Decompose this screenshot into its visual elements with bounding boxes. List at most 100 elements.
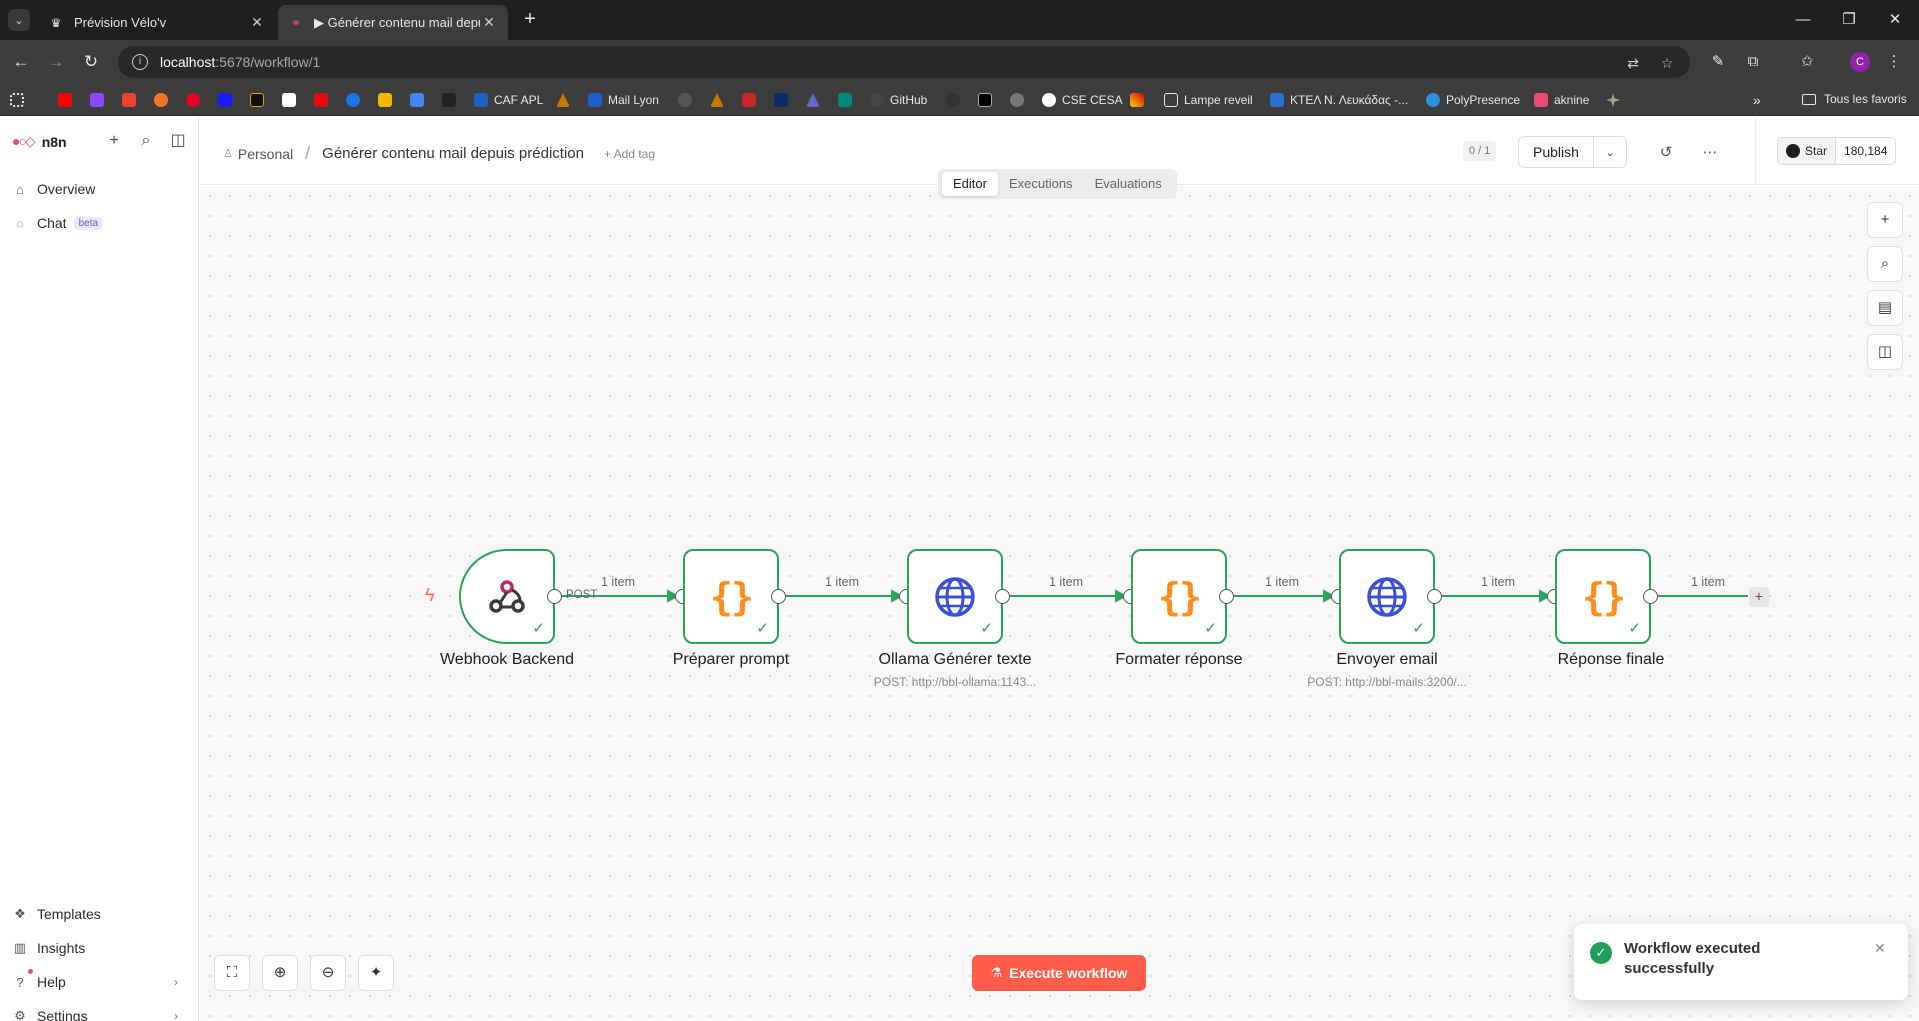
github-star-button[interactable]: Star 180,184 bbox=[1777, 137, 1897, 165]
output-handle[interactable] bbox=[1219, 589, 1234, 604]
tab-editor[interactable]: Editor bbox=[942, 172, 998, 196]
favorites-icon[interactable]: ✩ bbox=[1800, 53, 1814, 70]
bookmark-ktel[interactable]: ΚΤΕΛ Ν. Λευκάδας -... bbox=[1270, 91, 1408, 109]
pinterest-bookmark-icon[interactable] bbox=[186, 91, 200, 109]
play-bookmark-icon[interactable] bbox=[346, 91, 360, 109]
back-arrow-icon[interactable]: ← bbox=[12, 52, 30, 71]
add-tag-button[interactable]: + Add tag bbox=[603, 146, 656, 161]
output-handle[interactable] bbox=[995, 589, 1010, 604]
close-icon[interactable]: ✕ bbox=[1874, 940, 1886, 956]
close-tab-icon[interactable]: ✕ bbox=[483, 14, 495, 30]
blue-bookmark-icon[interactable] bbox=[218, 91, 232, 109]
square-bookmark-icon[interactable] bbox=[978, 91, 992, 109]
sidebar-item-templates[interactable]: ❖ Templates bbox=[12, 906, 101, 922]
node-ollama-generer-texte[interactable]: ✓ bbox=[907, 549, 1003, 644]
crunchyroll-bookmark-icon[interactable] bbox=[154, 91, 168, 109]
apps-grid-icon[interactable] bbox=[10, 91, 24, 109]
browser-tab-velov[interactable]: ♛ Prévision Vélo'v ✕ bbox=[38, 5, 276, 40]
docs-bookmark-icon[interactable] bbox=[410, 91, 424, 109]
address-bar[interactable]: i localhost:5678/workflow/1 ⇄ ☆ bbox=[118, 46, 1690, 78]
tidy-up-button[interactable]: ✦ bbox=[358, 955, 394, 991]
extensions-icon[interactable]: ⧉ bbox=[1747, 53, 1759, 70]
toggle-panel-button[interactable]: ◫ bbox=[1867, 334, 1903, 370]
node-preparer-prompt[interactable]: {} ✓ bbox=[683, 549, 779, 644]
slides-bookmark-icon[interactable] bbox=[378, 91, 392, 109]
output-handle[interactable] bbox=[1427, 589, 1442, 604]
tab-executions[interactable]: Executions bbox=[1008, 176, 1073, 191]
more-bookmarks-icon[interactable]: » bbox=[1753, 92, 1761, 108]
sidebar-item-overview[interactable]: ⌂ Overview bbox=[12, 181, 95, 197]
dark-bookmark-icon[interactable] bbox=[678, 91, 692, 109]
pen-extension-icon[interactable]: ✎ bbox=[1711, 53, 1725, 70]
publish-button[interactable]: Publish bbox=[1519, 137, 1594, 167]
history-icon[interactable]: ↺ bbox=[1659, 144, 1673, 161]
amazon-bookmark-icon[interactable] bbox=[282, 91, 296, 109]
youtube-bookmark-icon[interactable] bbox=[58, 91, 72, 109]
project-link[interactable]: Personal bbox=[237, 145, 294, 162]
node-webhook-backend[interactable]: ✓ bbox=[459, 549, 555, 644]
add-next-node-button[interactable]: + bbox=[1749, 587, 1769, 607]
close-tab-icon[interactable]: ✕ bbox=[251, 14, 263, 30]
sticky-note-button[interactable]: ▤ bbox=[1867, 290, 1903, 326]
tab-search-chevron-icon[interactable]: ⌄ bbox=[8, 9, 30, 31]
twitch-bookmark-icon[interactable] bbox=[90, 91, 104, 109]
zoom-in-button[interactable]: ⊕ bbox=[262, 955, 298, 991]
n8n-logo[interactable]: ●○◇ n8n bbox=[12, 133, 67, 150]
workflow-canvas[interactable] bbox=[200, 186, 1919, 1021]
new-tab-icon[interactable]: + bbox=[524, 8, 536, 30]
circle-bookmark-icon[interactable] bbox=[946, 91, 960, 109]
teal-bookmark-icon[interactable] bbox=[838, 91, 852, 109]
browser-tab-n8n[interactable]: ⚭ ▶ Générer contenu mail depuis prédicti… bbox=[278, 5, 508, 40]
sidebar-item-chat[interactable]: ◌ Chat beta bbox=[12, 215, 104, 231]
bookmark-lampe-reveil[interactable]: Lampe reveil bbox=[1164, 91, 1253, 109]
reload-icon[interactable]: ↻ bbox=[83, 52, 99, 71]
gmail-bookmark-icon[interactable] bbox=[122, 91, 136, 109]
plus-bookmark-icon[interactable] bbox=[442, 91, 456, 109]
restore-icon[interactable]: ❐ bbox=[1842, 11, 1856, 28]
search-nodes-button[interactable]: ⌕ bbox=[1867, 246, 1903, 282]
bookmark-caf-apl[interactable]: CAF APL bbox=[474, 91, 543, 109]
node-envoyer-email[interactable]: ✓ bbox=[1339, 549, 1435, 644]
output-handle[interactable] bbox=[1643, 589, 1658, 604]
bookmark-mail-lyon[interactable]: Mail Lyon bbox=[588, 91, 659, 109]
arch-bookmark-icon[interactable] bbox=[806, 91, 820, 109]
sparkle-bookmark-icon[interactable] bbox=[1606, 91, 1620, 109]
netflix-bookmark-icon[interactable] bbox=[314, 91, 328, 109]
red-bookmark-icon[interactable] bbox=[742, 91, 756, 109]
minimize-icon[interactable]: — bbox=[1795, 11, 1811, 28]
bookmark-star-icon[interactable]: ☆ bbox=[1660, 55, 1674, 71]
plus-icon[interactable]: + bbox=[109, 132, 119, 149]
close-window-icon[interactable]: ✕ bbox=[1888, 11, 1902, 28]
translate-icon[interactable]: ⇄ bbox=[1627, 55, 1639, 71]
add-node-button[interactable]: + bbox=[1867, 202, 1903, 238]
menu-dots-icon[interactable]: ⋮ bbox=[1886, 53, 1902, 70]
am-bookmark-icon[interactable] bbox=[774, 91, 788, 109]
zoom-out-button[interactable]: ⊖ bbox=[310, 955, 346, 991]
collapse-sidebar-icon[interactable]: ◫ bbox=[170, 132, 186, 149]
forward-arrow-icon[interactable]: → bbox=[47, 52, 65, 71]
sidebar-item-settings[interactable]: ⚙ Settings › bbox=[12, 1008, 178, 1021]
bookmark-polypresence[interactable]: PolyPresence bbox=[1426, 91, 1520, 109]
bookmark-cse-cesa[interactable]: CSE CESA bbox=[1042, 91, 1123, 109]
sidebar-item-help[interactable]: ? Help › bbox=[12, 974, 178, 990]
bookmark-github[interactable]: GitHub bbox=[870, 91, 927, 109]
fit-view-button[interactable]: ⛶ bbox=[214, 955, 250, 991]
execute-workflow-button[interactable]: ⚗ Execute workflow bbox=[972, 955, 1146, 991]
colorful-bookmark-icon[interactable] bbox=[1130, 91, 1144, 109]
site-info-icon[interactable]: i bbox=[132, 54, 148, 70]
search-icon[interactable]: ⌕ bbox=[141, 132, 151, 149]
profile-avatar[interactable]: C bbox=[1850, 52, 1870, 72]
output-handle[interactable] bbox=[547, 589, 562, 604]
triangle-bookmark-icon[interactable] bbox=[556, 91, 570, 109]
tab-evaluations[interactable]: Evaluations bbox=[1094, 176, 1162, 191]
chevron-down-icon[interactable]: ⌄ bbox=[1605, 146, 1615, 159]
sidebar-item-insights[interactable]: ▥ Insights bbox=[12, 940, 85, 956]
gear-bookmark-icon[interactable] bbox=[1010, 91, 1024, 109]
output-handle[interactable] bbox=[771, 589, 786, 604]
triangle2-bookmark-icon[interactable] bbox=[710, 91, 724, 109]
more-options-icon[interactable]: ⋯ bbox=[1702, 144, 1718, 161]
workflow-title[interactable]: Générer contenu mail depuis prédiction bbox=[322, 145, 584, 162]
node-reponse-finale[interactable]: {} ✓ bbox=[1555, 549, 1651, 644]
tv-bookmark-icon[interactable] bbox=[250, 91, 264, 109]
node-formater-reponse[interactable]: {} ✓ bbox=[1131, 549, 1227, 644]
